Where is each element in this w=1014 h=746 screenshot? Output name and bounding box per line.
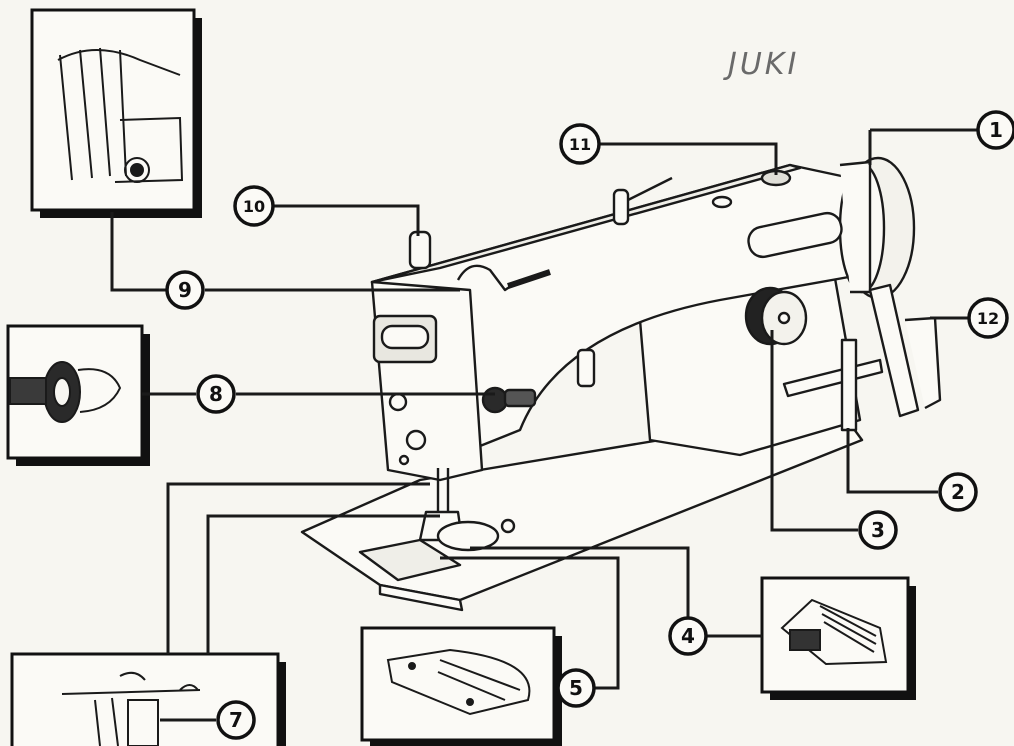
- callout-4: 4: [668, 616, 708, 656]
- svg-text:7: 7: [229, 708, 243, 732]
- detail-panel-feed-dog: [760, 576, 916, 700]
- svg-text:5: 5: [569, 676, 583, 700]
- callout-7: 7: [216, 700, 256, 740]
- svg-text:10: 10: [243, 197, 265, 216]
- svg-text:11: 11: [569, 135, 591, 154]
- callout-12: 12: [967, 297, 1009, 339]
- svg-text:2: 2: [951, 480, 965, 504]
- callout-8: 8: [196, 374, 236, 414]
- callout-11: 11: [559, 123, 601, 165]
- handwritten-label: JUKI: [723, 47, 799, 82]
- svg-text:12: 12: [977, 309, 999, 328]
- detail-panel-tension: [6, 324, 150, 466]
- leader-lines: [110, 128, 978, 722]
- svg-text:4: 4: [681, 624, 695, 648]
- callout-9: 9: [165, 270, 205, 310]
- callout-3: 3: [858, 510, 898, 550]
- callout-1: 1: [976, 110, 1014, 150]
- svg-text:1: 1: [989, 118, 1003, 142]
- detail-panel-thread-takeup: [30, 8, 202, 218]
- svg-text:3: 3: [871, 518, 885, 542]
- callout-2: 2: [938, 472, 978, 512]
- svg-text:9: 9: [178, 278, 192, 302]
- detail-panel-throat-plate: [360, 626, 562, 746]
- svg-text:8: 8: [209, 382, 223, 406]
- sewing-machine: [300, 156, 942, 612]
- callout-10: 10: [233, 185, 275, 227]
- callout-5: 5: [556, 668, 596, 708]
